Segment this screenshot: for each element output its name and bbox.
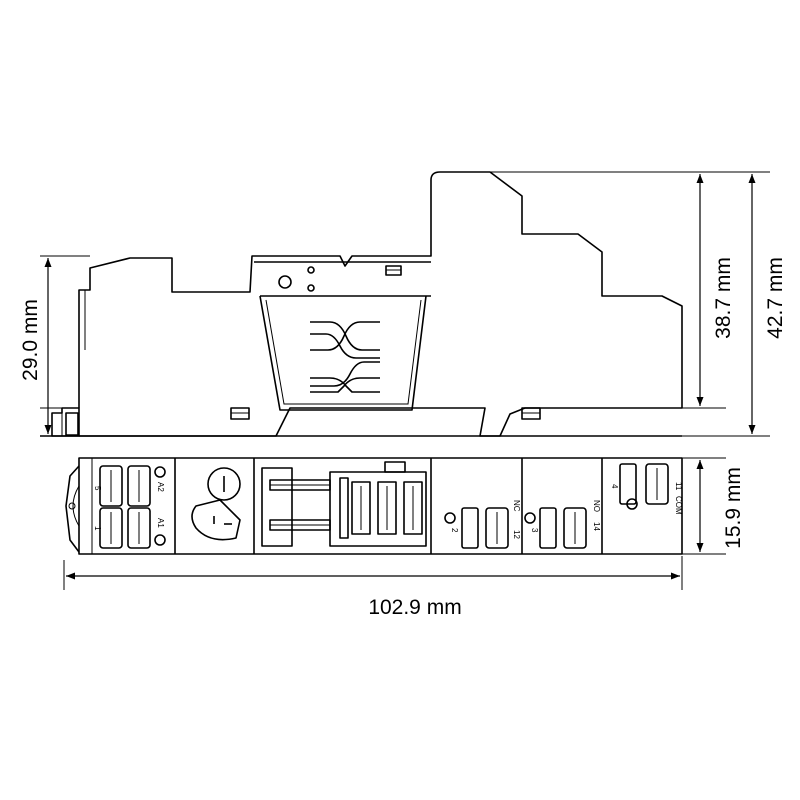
dimension-lines [40, 171, 770, 590]
side-view [40, 171, 683, 437]
terminal-label-11: 11 [674, 482, 683, 491]
terminal-label-2: 2 [450, 528, 459, 533]
terminal-label-14: 14 [592, 522, 601, 531]
top-view-outline [78, 457, 683, 555]
brand-logo-icon [310, 321, 380, 393]
retaining-clip [254, 261, 431, 411]
dim-depth: 15.9 mm [722, 467, 745, 549]
relay-area [261, 461, 427, 547]
com-terminals: 4 11 COM [610, 463, 683, 515]
no-terminals: 3 NO 14 [524, 500, 601, 549]
dim-height-total: 42.7 mm [764, 257, 787, 339]
dim-height-mid: 38.7 mm [712, 257, 735, 339]
terminal-label-nc: NC [512, 500, 521, 512]
release-lever [191, 467, 241, 541]
terminal-label-3: 3 [530, 528, 539, 533]
terminal-label-a2: A2 [156, 482, 165, 492]
terminal-label-5: 5 [93, 486, 102, 491]
terminal-label-a1: A1 [156, 518, 165, 528]
terminal-label-no: NO [592, 500, 601, 512]
terminal-label-4: 4 [610, 484, 619, 489]
top-view: 5 A2 1 A1 [65, 457, 683, 555]
terminal-label-12: 12 [512, 530, 521, 539]
terminal-label-com: COM [674, 496, 683, 515]
nc-terminals: 2 NC 12 [444, 500, 521, 549]
dim-length: 102.9 mm [368, 596, 461, 619]
side-view-body [78, 171, 683, 437]
dim-height-left: 29.0 mm [19, 299, 42, 381]
coil-terminals: 5 A2 1 A1 [93, 465, 166, 549]
terminal-label-1: 1 [93, 526, 102, 531]
